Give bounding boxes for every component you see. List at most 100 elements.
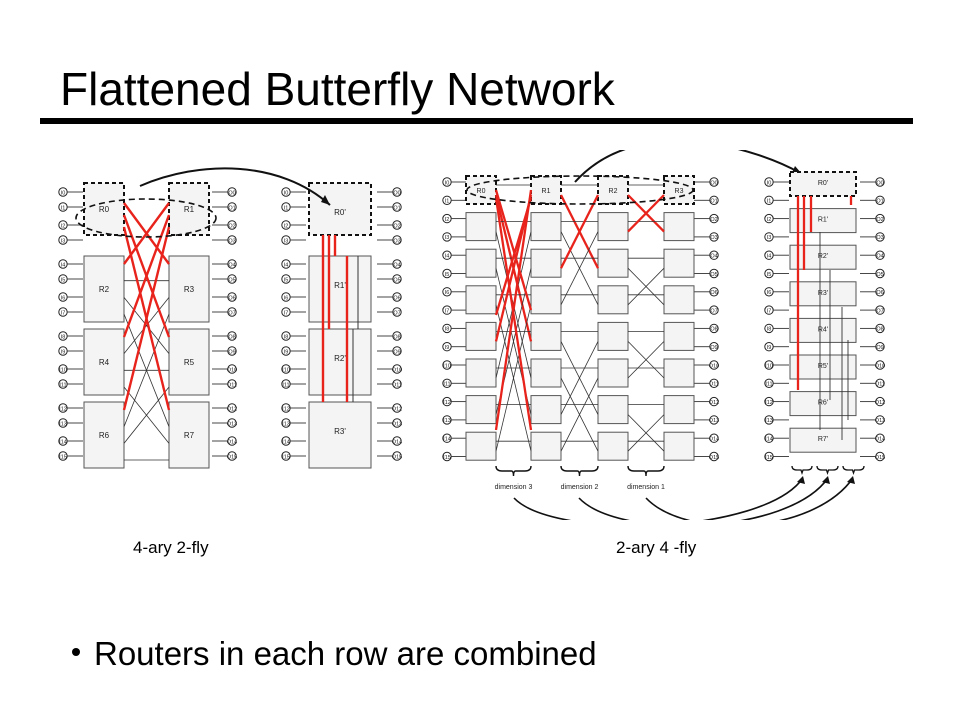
fly4-router-c1-r2 (530, 248, 562, 278)
flat2-output-10-label: O10 (875, 363, 885, 369)
fly4-cross-s2-r1 (627, 194, 665, 233)
fly4-router-c2-r1 (597, 212, 629, 242)
fly2-link-13 (123, 313, 170, 427)
flat4-output-5-label: O5 (393, 277, 400, 283)
fly4-output-2-label: O2 (710, 217, 717, 223)
fly4-row-ellipse (466, 175, 694, 205)
fly4-merge-arrow (574, 150, 801, 183)
flat4-input-11-label: I11 (282, 382, 289, 388)
flat2-brace-2 (842, 465, 865, 476)
flat2-input-1-label: I1 (767, 199, 772, 205)
fly2-router-label-R6: R6 (99, 431, 110, 440)
flat2-router-label-2: R2' (818, 253, 828, 260)
fly2-red-link-12 (122, 226, 171, 411)
flat4-router-label-2: R2' (334, 354, 346, 363)
fly4-input-10-label: I10 (443, 363, 451, 369)
flat2-input-11-label: I11 (765, 382, 772, 388)
fly4-brace-1 (560, 465, 599, 477)
flat4-output-6-label: O6 (393, 295, 400, 301)
flat2-router-6 (789, 391, 857, 417)
fly4-output-0-label: O0 (710, 180, 717, 186)
fly2-router-label-R7: R7 (184, 431, 195, 440)
flat2-input-8-label: I8 (767, 327, 772, 333)
fly2-link-9 (123, 297, 170, 354)
fly4-input-7-label: I7 (445, 308, 450, 314)
fly4-dimension-label-0: dimension 3 (495, 484, 533, 491)
fly2-router-R7 (168, 401, 210, 469)
flat2-input-9-label: I9 (767, 345, 772, 351)
fly4-router-c1-r4 (530, 321, 562, 351)
flat2-router-label-6: R6' (818, 400, 828, 407)
fly2-input-13-label: I13 (59, 421, 67, 427)
flat4-input-12-label: I12 (282, 406, 290, 412)
fly4-router-c0-r1 (465, 212, 497, 242)
flat2-router-label-7: R7' (818, 436, 828, 443)
fly4-input-14-label: I14 (443, 437, 451, 443)
fly2-output-3-label: O3 (228, 238, 235, 244)
fly4-input-12-label: I12 (443, 400, 451, 406)
fly4-input-4-label: I4 (445, 254, 450, 260)
flat4-output-12-label: O12 (392, 406, 402, 412)
flat4-input-6-label: I6 (284, 295, 289, 301)
flat2-router-label-5: R5' (818, 363, 828, 370)
fly2-output-4-label: O4 (228, 262, 235, 268)
fly2-input-5-label: I5 (61, 277, 66, 283)
fly2-router-label-R3: R3 (184, 285, 195, 294)
flat2-router-label-3: R3' (818, 290, 828, 297)
flat2-output-5-label: O5 (876, 272, 883, 278)
fly4-output-1-label: O1 (710, 199, 717, 205)
fly4-brace-0 (495, 465, 532, 477)
flat2-input-4-label: I4 (767, 254, 772, 260)
fly2-router-R0 (83, 182, 125, 236)
flat4-input-10-label: I10 (282, 367, 290, 373)
fly4-output-15-label: O15 (709, 455, 719, 461)
fly4-router-c0-r4 (465, 321, 497, 351)
fly4-router-c2-r6 (597, 395, 629, 425)
fly4-input-8-label: I8 (445, 327, 450, 333)
dimension-arrowhead-icon-2 (847, 476, 855, 484)
fly4-dimension-label-1: dimension 2 (561, 484, 599, 491)
fly4-router-c1-r1 (530, 212, 562, 242)
fly4-router-c3-r1 (663, 212, 695, 242)
fly2-router-R3 (168, 255, 210, 323)
fly4-router-label-R2: R2 (609, 188, 618, 195)
flat4-input-8-label: I8 (284, 334, 289, 340)
butterfly-diagram: I0I1I2I3I4I5I6I7I8I9I10I11I12I13I14I15O0… (58, 150, 885, 520)
flat2-router-1 (789, 208, 857, 234)
fly2-input-0-label: I0 (61, 190, 66, 196)
fly4-router-c0-r5 (465, 358, 497, 388)
flat4-input-1-label: I1 (284, 205, 289, 211)
flat4-input-14-label: I14 (282, 439, 290, 445)
fly4-red-dim3-2 (494, 197, 533, 316)
flat4-input-5-label: I5 (284, 277, 289, 283)
flat4-router-0 (308, 182, 372, 236)
flat4-router-label-3: R3' (334, 427, 346, 436)
flat2-input-12-label: I12 (765, 400, 773, 406)
flat2-output-0-label: O0 (876, 180, 883, 186)
flat4-input-0-label: I0 (284, 190, 289, 196)
flat4-output-1-label: O1 (393, 205, 400, 211)
flat4-output-4-label: O4 (393, 262, 400, 268)
fly2-output-10-label: O10 (227, 367, 237, 373)
fly2-output-2-label: O2 (228, 223, 235, 229)
flat2-output-13-label: O13 (875, 418, 885, 424)
fly4-input-5-label: I5 (445, 272, 450, 278)
fly4-cross-s1-r2 (559, 194, 600, 269)
fly2-router-label-R5: R5 (184, 358, 195, 367)
flat2-input-0-label: I0 (767, 180, 772, 186)
fly4-router-c3-r4 (663, 321, 695, 351)
fly4-router-c3-r7 (663, 431, 695, 461)
fly4-router-c0-r2 (465, 248, 497, 278)
flat2-output-14-label: O14 (875, 437, 885, 443)
flat2-output-9-label: O9 (876, 345, 883, 351)
fly2-input-9-label: I9 (61, 349, 66, 355)
fly4-cross-s2-r3 (627, 267, 665, 306)
fly4-router-c3-r3 (663, 285, 695, 315)
flat4-router-1 (308, 255, 372, 323)
flat2-brace-0 (791, 465, 813, 476)
flat2-input-6-label: I6 (767, 290, 772, 296)
flat2-output-2-label: O2 (876, 217, 883, 223)
flat2-input-15-label: I15 (765, 455, 773, 461)
flat4-router-2 (308, 328, 372, 396)
fly2-input-11-label: I11 (59, 382, 66, 388)
